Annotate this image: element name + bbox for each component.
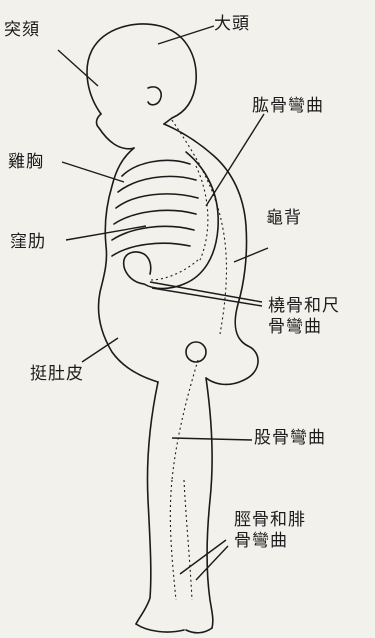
label-humerus-bend: 肱骨彎曲 (252, 96, 324, 117)
leader-hunchback (234, 248, 268, 262)
label-tibia-fibula-line2: 骨彎曲 (234, 531, 306, 552)
ear (148, 87, 161, 105)
back-leg-outline (206, 378, 213, 628)
leader-tibia-1 (180, 540, 226, 574)
label-pot-belly: 挺肚皮 (30, 364, 84, 385)
label-femur-bend: 股骨彎曲 (254, 428, 326, 449)
front-leg-outline (136, 382, 158, 624)
foot-right (186, 628, 212, 633)
leader-humerus (206, 114, 264, 206)
humerus-dots (196, 166, 208, 260)
leader-femur (172, 438, 252, 440)
arm-outline (144, 152, 218, 289)
label-rib-depression: 窪肋 (10, 232, 46, 253)
face-outline (97, 114, 134, 149)
knee-joint (186, 342, 206, 362)
rib-cage (112, 160, 198, 256)
leader-radius-2 (152, 288, 262, 306)
leader-fontanelle (58, 50, 98, 86)
foot-left (136, 624, 184, 632)
label-radius-ulna-line1: 橈骨和尺 (268, 296, 340, 317)
label-hunchback: 龜背 (266, 208, 302, 229)
label-tibia-fibula-line1: 脛骨和腓 (234, 510, 306, 531)
hand (124, 252, 151, 284)
leader-chicken-chest (62, 162, 124, 182)
leader-radius-1 (150, 282, 262, 302)
forearm-dots (150, 260, 198, 280)
leader-belly (82, 338, 118, 362)
label-chicken-chest: 雞胸 (8, 152, 44, 173)
back-outline (164, 124, 258, 384)
fibula-dots (184, 480, 192, 600)
label-fontanelle: 突頦 (4, 20, 40, 41)
chest-outline (99, 148, 159, 382)
tibia-dots (170, 480, 176, 600)
label-radius-ulna: 橈骨和尺 骨彎曲 (268, 296, 340, 338)
femur-dots (172, 360, 198, 480)
label-big-head: 大頭 (214, 14, 250, 35)
head-outline (87, 24, 196, 124)
label-tibia-fibula: 脛骨和腓 骨彎曲 (234, 510, 306, 552)
label-radius-ulna-line2: 骨彎曲 (268, 317, 340, 338)
